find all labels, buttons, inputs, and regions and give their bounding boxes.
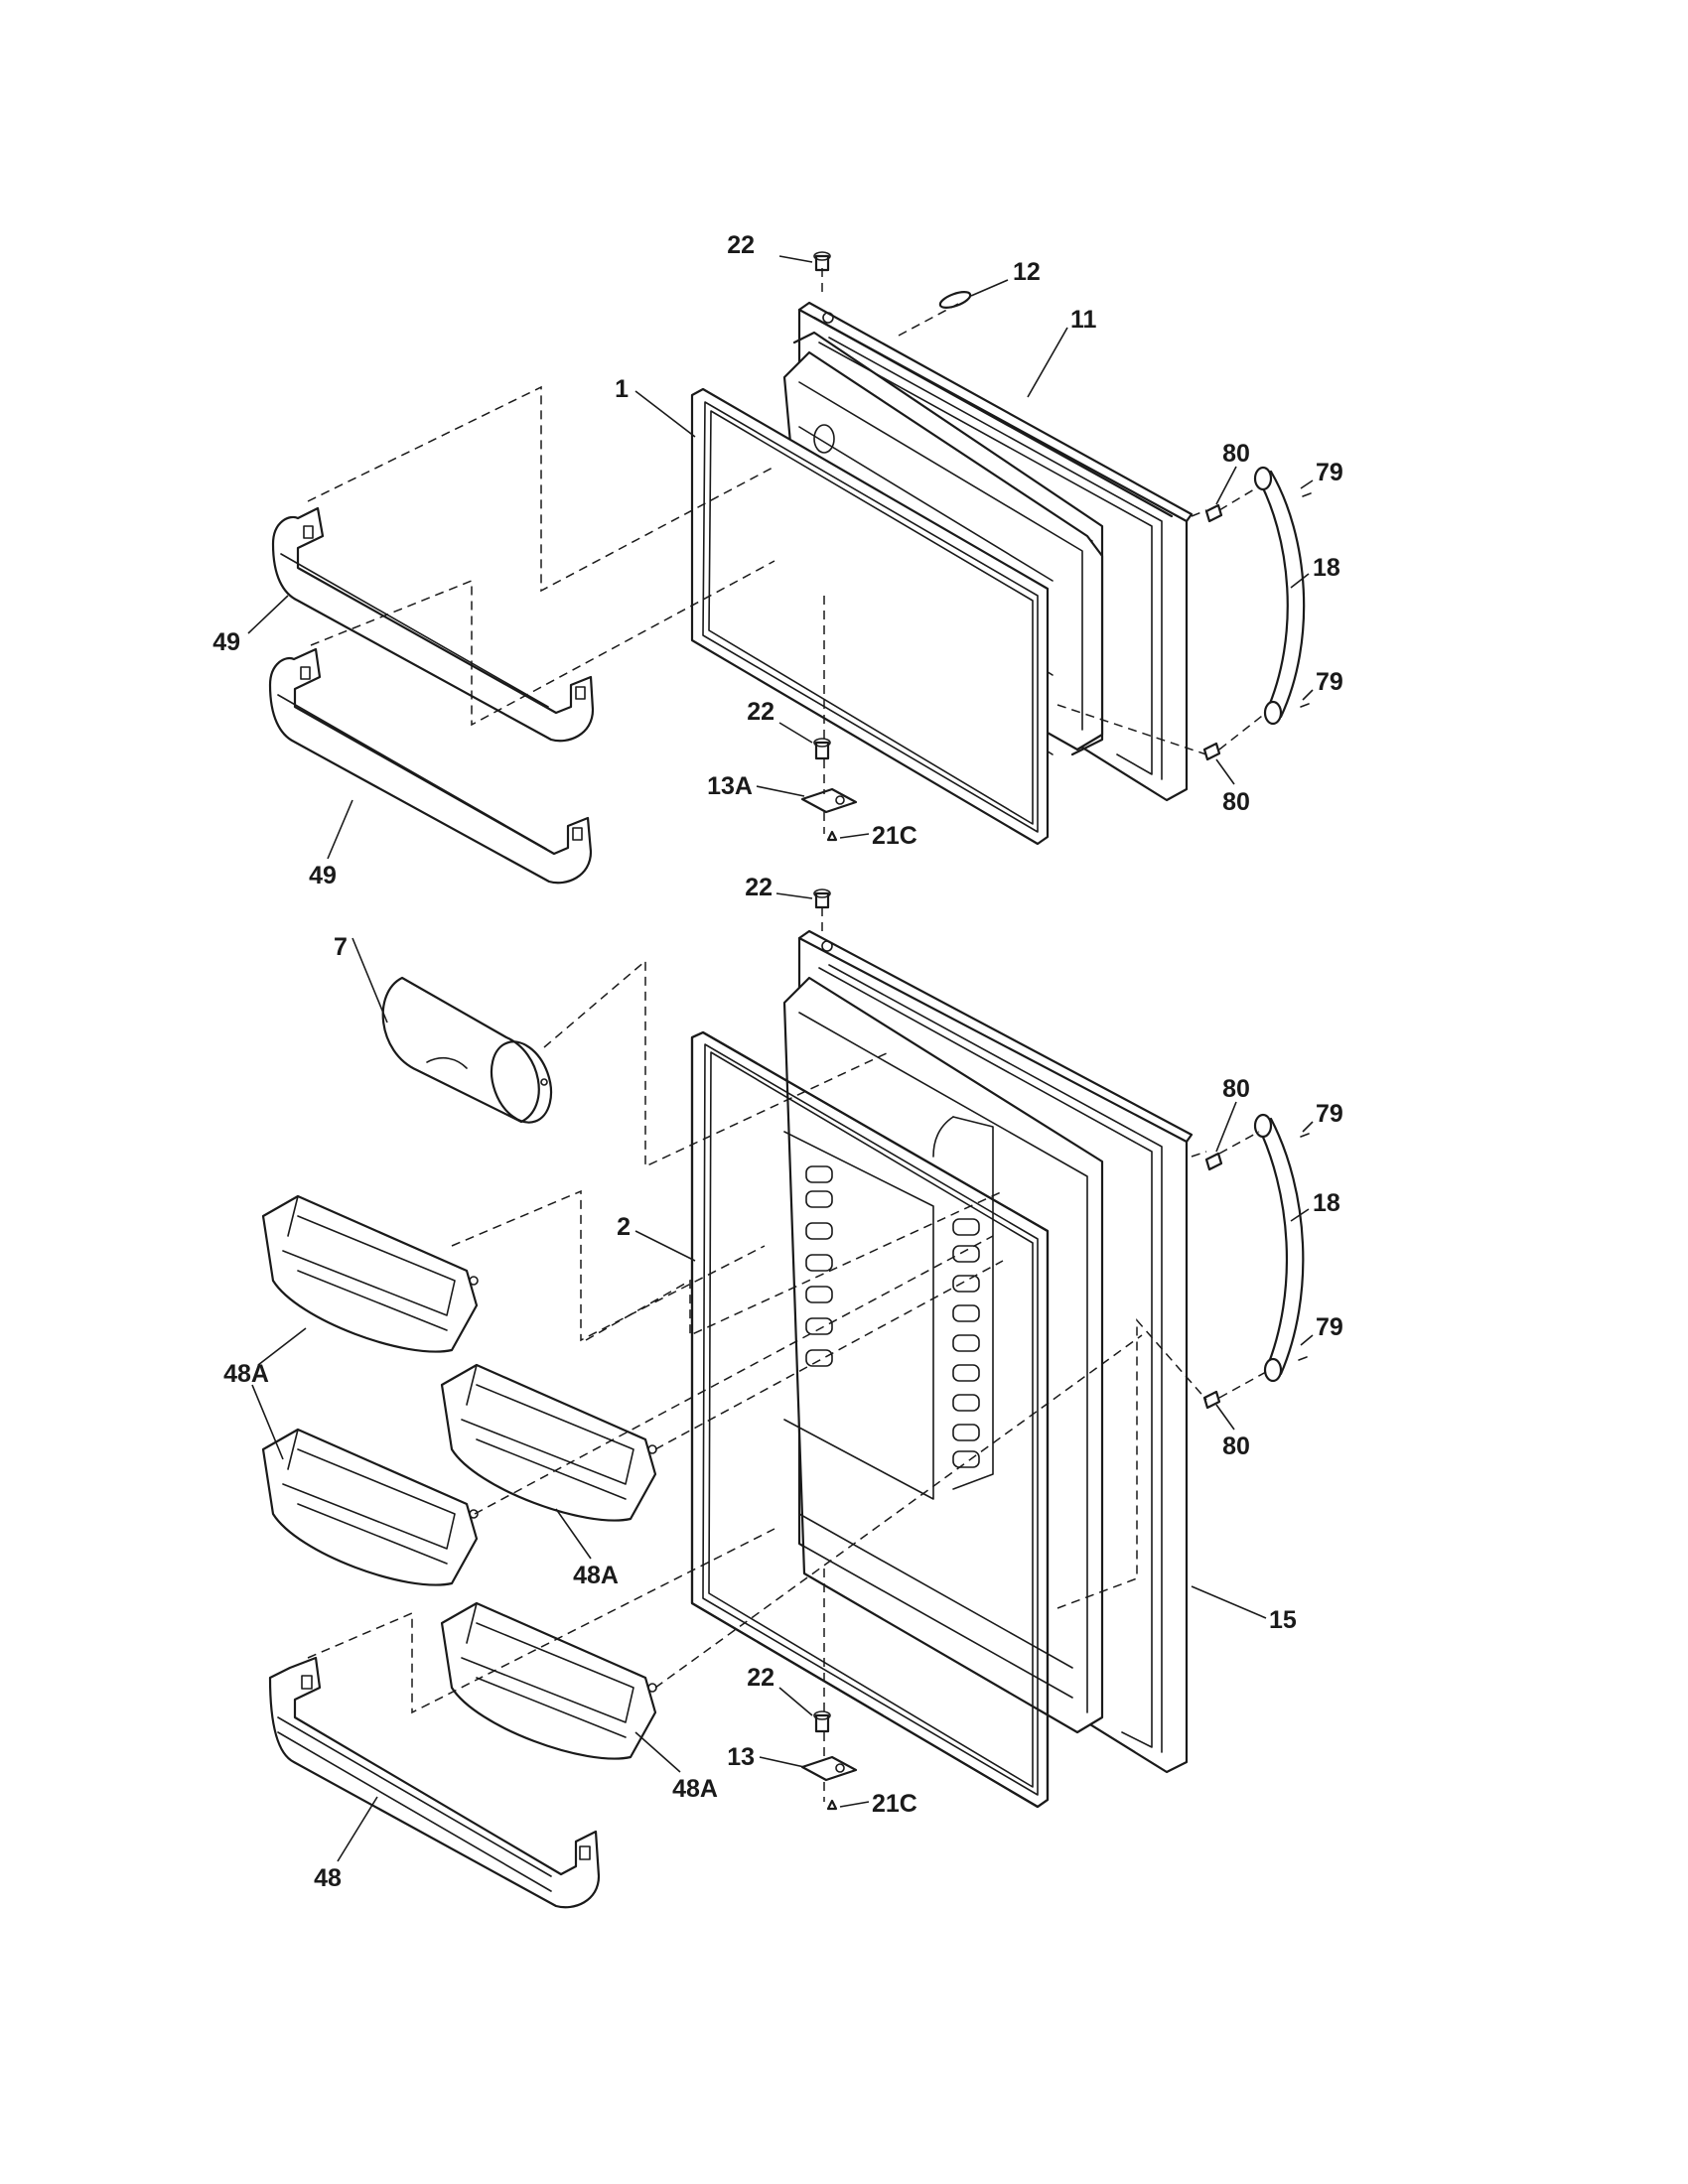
door-bin-middle-left — [261, 1428, 479, 1586]
callout-79-d: 79 — [1316, 1313, 1343, 1341]
callout-80-c: 80 — [1222, 1075, 1250, 1103]
callout-11: 11 — [1070, 306, 1097, 334]
callout-7: 7 — [334, 933, 348, 961]
callout-22-mid: 22 — [747, 698, 774, 726]
callout-21C-a: 21C — [872, 822, 917, 850]
callout-49-b: 49 — [309, 862, 337, 889]
callout-18-b: 18 — [1313, 1189, 1340, 1217]
door-bin-middle-right — [440, 1363, 657, 1522]
callout-79-b: 79 — [1316, 668, 1343, 696]
callout-80-a: 80 — [1222, 440, 1250, 468]
freezer-hinge-bracket — [800, 787, 858, 814]
callout-48A-a: 48A — [223, 1360, 269, 1388]
door-bin-lower-right — [440, 1601, 657, 1760]
callout-49-a: 49 — [212, 628, 240, 656]
freezer-plug-button — [938, 291, 972, 309]
fresh-food-hinge-bracket — [800, 1755, 858, 1782]
fresh-food-door-handle — [1253, 1113, 1305, 1383]
callout-13A: 13A — [707, 772, 753, 800]
fresh-food-assembly-lines — [307, 907, 1267, 1802]
freezer-assembly-lines — [307, 268, 1267, 834]
fresh-food-door-gasket — [690, 1030, 1050, 1809]
freezer-top-hinge-pin — [813, 251, 831, 272]
freezer-handle-screws — [1202, 492, 1312, 761]
callout-15: 15 — [1269, 1606, 1297, 1634]
callout-79-a: 79 — [1316, 459, 1343, 486]
freezer-bottom-hinge-pin — [813, 738, 831, 760]
door-bin-upper-left — [261, 1194, 479, 1353]
callout-22-top: 22 — [727, 231, 755, 259]
door-shelf-pegs-left — [805, 1165, 833, 1367]
callout-48A-b: 48A — [573, 1562, 619, 1589]
door-shelf-pegs-right — [952, 1218, 980, 1468]
fresh-food-bottom-hinge-pin — [813, 1710, 831, 1733]
callout-1: 1 — [615, 375, 629, 403]
freezer-door-gasket — [690, 387, 1050, 846]
freezer-hinge-screw — [826, 830, 838, 842]
door-shelf-bottom — [268, 1656, 601, 1909]
callout-labels: 22 12 11 1 80 79 18 79 80 49 49 22 13A 2… — [212, 231, 1343, 1892]
callout-2: 2 — [617, 1213, 631, 1241]
callout-80-d: 80 — [1222, 1433, 1250, 1460]
callout-79-c: 79 — [1316, 1100, 1343, 1128]
callout-21C-b: 21C — [872, 1790, 917, 1818]
callout-48: 48 — [314, 1864, 342, 1892]
fresh-food-hinge-screw — [826, 1799, 838, 1811]
leader-lines — [247, 255, 1314, 1862]
callout-18-a: 18 — [1313, 554, 1340, 582]
callout-48A-c: 48A — [672, 1775, 718, 1803]
freezer-shelf-bar-upper — [271, 506, 595, 743]
callout-22-mid2: 22 — [745, 874, 773, 901]
fresh-food-door-liner — [782, 976, 1104, 1734]
freezer-shelf-bar-lower — [268, 647, 593, 885]
freezer-door-handle — [1253, 466, 1306, 726]
fresh-food-top-hinge-pin — [813, 888, 831, 909]
dairy-compartment — [381, 976, 553, 1124]
callout-22-bot: 22 — [747, 1664, 774, 1692]
callout-12: 12 — [1013, 258, 1041, 286]
fresh-food-handle-screws — [1202, 1133, 1310, 1410]
callout-80-b: 80 — [1222, 788, 1250, 816]
callout-13: 13 — [727, 1743, 755, 1771]
